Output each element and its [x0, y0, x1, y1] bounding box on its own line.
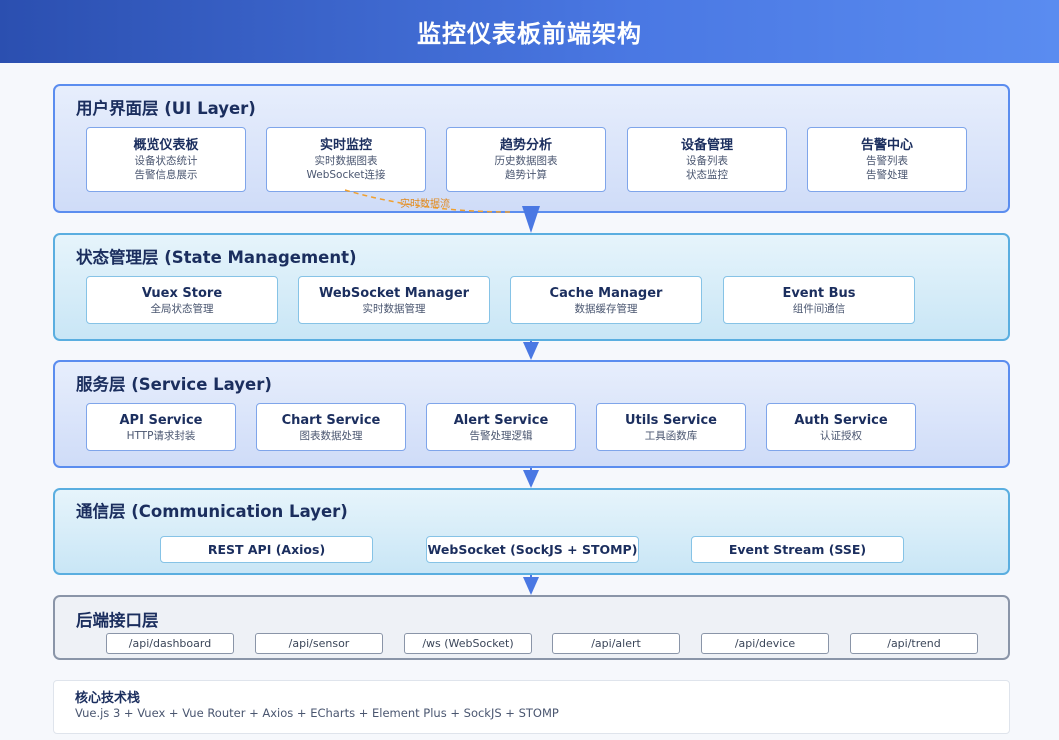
- module-desc: 图表数据处理: [299, 429, 363, 442]
- endpoint-trend: /api/trend: [850, 633, 978, 654]
- endpoint-dashboard: /api/dashboard: [106, 633, 234, 654]
- module-name: 趋势分析: [499, 138, 552, 153]
- endpoint-path: /api/dashboard: [128, 636, 212, 650]
- module-device-management: 设备管理 设备列表 状态监控: [627, 127, 787, 192]
- endpoint-device: /api/device: [701, 633, 829, 654]
- endpoint-path: /api/device: [734, 636, 796, 650]
- module-utils-service: Utils Service 工具函数库: [596, 403, 746, 451]
- module-name: Utils Service: [625, 412, 717, 428]
- module-line2: WebSocket连接: [306, 169, 386, 181]
- module-line2: 趋势计算: [505, 169, 547, 181]
- module-name: 概览仪表板: [133, 138, 199, 153]
- module-overview-dashboard: 概览仪表板 设备状态统计 告警信息展示: [86, 127, 246, 192]
- module-desc: 全局状态管理: [150, 302, 214, 315]
- module-name: WebSocket Manager: [318, 285, 470, 301]
- module-name: WebSocket (SockJS + STOMP): [427, 542, 638, 557]
- module-name: Event Bus: [782, 285, 856, 301]
- module-line2: 告警处理: [866, 169, 908, 181]
- module-desc: 告警处理逻辑: [469, 429, 533, 442]
- module-name: Vuex Store: [141, 285, 223, 301]
- module-alert-center: 告警中心 告警列表 告警处理: [807, 127, 967, 192]
- tech-stack-panel: 核心技术栈 Vue.js 3 + Vuex + Vue Router + Axi…: [53, 680, 1010, 734]
- module-desc: 组件间通信: [792, 302, 846, 315]
- module-name: Chart Service: [281, 412, 381, 428]
- module-line1: 历史数据图表: [494, 155, 558, 167]
- endpoint-path: /ws (WebSocket): [422, 636, 514, 650]
- module-line1: 告警列表: [866, 155, 908, 167]
- endpoint-sensor: /api/sensor: [255, 633, 383, 654]
- module-name: Cache Manager: [549, 285, 663, 301]
- module-name: Event Stream (SSE): [728, 542, 867, 557]
- endpoint-alert: /api/alert: [552, 633, 680, 654]
- module-name: 实时监控: [319, 138, 372, 153]
- backend-layer: 后端接口层 /api/dashboard /api/sensor /ws (We…: [53, 595, 1010, 660]
- module-name: Auth Service: [794, 412, 888, 428]
- module-event-stream: Event Stream (SSE): [691, 536, 904, 563]
- tech-stack-title: 核心技术栈: [75, 691, 141, 706]
- ui-layer: 用户界面层 (UI Layer) 概览仪表板 设备状态统计 告警信息展示 实时监…: [53, 84, 1010, 213]
- module-desc: 数据缓存管理: [574, 302, 638, 315]
- arrow-comm-to-backend: [523, 577, 539, 595]
- page-title: 监控仪表板前端架构: [417, 20, 642, 48]
- module-websocket-manager: WebSocket Manager 实时数据管理: [298, 276, 490, 324]
- endpoint-path: /api/trend: [887, 636, 941, 650]
- state-layer: 状态管理层 (State Management) Vuex Store 全局状态…: [53, 233, 1010, 341]
- service-layer-title: 服务层 (Service Layer): [76, 375, 272, 394]
- module-cache-manager: Cache Manager 数据缓存管理: [510, 276, 702, 324]
- endpoint-path: /api/sensor: [288, 636, 350, 650]
- module-desc: HTTP请求封装: [126, 429, 196, 442]
- communication-layer-title: 通信层 (Communication Layer): [76, 502, 348, 521]
- module-api-service: API Service HTTP请求封装: [86, 403, 236, 451]
- module-desc: 工具函数库: [644, 429, 698, 442]
- module-name: 告警中心: [860, 138, 913, 153]
- module-line2: 状态监控: [686, 169, 728, 181]
- endpoint-path: /api/alert: [591, 636, 641, 650]
- module-desc: 认证授权: [820, 429, 862, 442]
- module-name: REST API (Axios): [207, 542, 326, 557]
- module-line2: 告警信息展示: [134, 169, 198, 181]
- module-websocket: WebSocket (SockJS + STOMP): [426, 536, 639, 563]
- module-trend-analysis: 趋势分析 历史数据图表 趋势计算: [446, 127, 606, 192]
- module-alert-service: Alert Service 告警处理逻辑: [426, 403, 576, 451]
- module-realtime-monitor: 实时监控 实时数据图表 WebSocket连接: [266, 127, 426, 192]
- arrow-state-to-service: [523, 342, 539, 360]
- tech-stack-text: Vue.js 3 + Vuex + Vue Router + Axios + E…: [75, 706, 559, 720]
- service-layer: 服务层 (Service Layer) API Service HTTP请求封装…: [53, 360, 1010, 468]
- module-name: 设备管理: [680, 138, 733, 153]
- module-desc: 实时数据管理: [362, 302, 426, 315]
- module-rest-api: REST API (Axios): [160, 536, 373, 563]
- module-auth-service: Auth Service 认证授权: [766, 403, 916, 451]
- module-name: API Service: [119, 412, 203, 428]
- module-line1: 实时数据图表: [314, 155, 378, 167]
- header-banner: 监控仪表板前端架构: [0, 0, 1059, 63]
- module-line1: 设备状态统计: [134, 155, 198, 167]
- module-vuex-store: Vuex Store 全局状态管理: [86, 276, 278, 324]
- ui-layer-title: 用户界面层 (UI Layer): [76, 99, 256, 118]
- backend-layer-title: 后端接口层: [76, 611, 159, 630]
- module-event-bus: Event Bus 组件间通信: [723, 276, 915, 324]
- module-line1: 设备列表: [686, 155, 728, 167]
- endpoint-ws: /ws (WebSocket): [404, 633, 532, 654]
- communication-layer: 通信层 (Communication Layer) REST API (Axio…: [53, 488, 1010, 575]
- module-name: Alert Service: [453, 412, 549, 428]
- arrow-service-to-comm: [523, 470, 539, 488]
- module-chart-service: Chart Service 图表数据处理: [256, 403, 406, 451]
- state-layer-title: 状态管理层 (State Management): [76, 248, 357, 267]
